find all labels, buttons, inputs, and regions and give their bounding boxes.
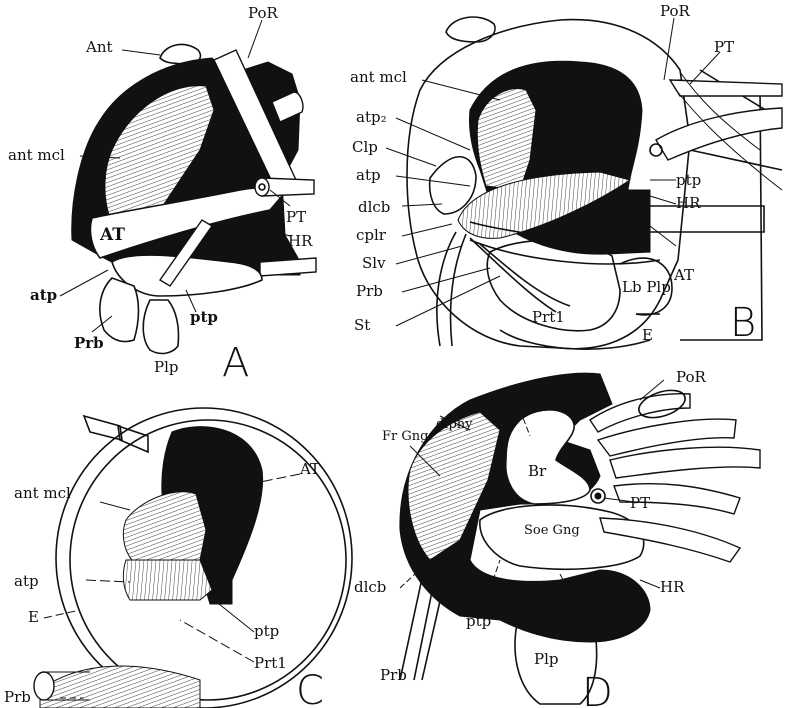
label-d-fr-gng: Fr Gng <box>382 429 428 444</box>
label-a-ant: Ant <box>85 38 113 56</box>
label-d-ant-mcl: ant mcl <box>538 395 587 410</box>
label-d-soe-gng: Soe Gng <box>524 523 580 538</box>
label-b-clp: Clp <box>352 138 378 156</box>
label-b-slv: Slv <box>362 254 386 272</box>
label-a-ptp: ptp <box>190 308 218 326</box>
label-d-sld: SlD <box>568 612 595 630</box>
panel-letter-d: D <box>582 670 613 708</box>
label-a-atp: atp <box>30 286 57 304</box>
label-b-cplr: cplr <box>356 226 387 244</box>
label-a-prb: Prb <box>74 334 104 352</box>
panel-b: PoR PT ant mcl atp₂ Clp atp ptp HR dlcb … <box>350 2 782 349</box>
label-d-por: PoR <box>676 368 707 386</box>
label-a-por: PoR <box>248 4 279 22</box>
label-d-dlphy: dlphy <box>436 417 473 432</box>
panel-d: ant mcl PoR dlphy Fr Gng Br PT Soe Gng d… <box>354 368 760 708</box>
label-c-at: AT <box>299 460 320 478</box>
label-b-st: St <box>354 316 370 334</box>
label-d-dlcb: dlcb <box>354 578 386 596</box>
label-c-atp: atp <box>14 572 39 590</box>
label-d-ptp: ptp <box>466 612 491 630</box>
label-b-hr: HR <box>676 194 701 212</box>
panel-letter-b: B <box>730 300 756 346</box>
label-c-e: E <box>28 608 39 626</box>
label-b-ant-mcl: ant mcl <box>350 68 407 86</box>
label-b-ptp: ptp <box>676 171 701 189</box>
label-d-br: Br <box>528 462 547 480</box>
label-d-prb: Prb <box>380 666 407 684</box>
label-d-plp: Plp <box>534 650 559 668</box>
label-a-plp: Plp <box>154 358 179 376</box>
label-b-por: PoR <box>660 2 691 20</box>
label-d-pt: PT <box>630 494 650 512</box>
label-a-at: AT <box>99 225 125 245</box>
label-b-at: AT <box>673 266 694 284</box>
label-b-dlcb: dlcb <box>358 198 390 216</box>
label-a-hr: HR <box>288 232 313 250</box>
panel-letter-a: A <box>222 340 249 386</box>
label-b-prb: Prb <box>356 282 383 300</box>
panel-a: Ant PoR ant mcl PT AT HR atp ptp Prb Plp… <box>8 4 316 386</box>
panel-c: ant mcl AT atp E ptp Prt1 Prb C <box>4 408 352 708</box>
label-b-atp: atp <box>356 166 381 184</box>
label-c-prt1: Prt1 <box>254 654 287 672</box>
label-b-e: E <box>642 326 653 344</box>
panel-letter-c: C <box>296 668 324 708</box>
label-b-prt1: Prt1 <box>532 308 565 326</box>
label-c-ant-mcl: ant mcl <box>14 484 71 502</box>
label-a-ant-mcl: ant mcl <box>8 146 65 164</box>
label-c-prb: Prb <box>4 688 31 706</box>
label-d-hr: HR <box>660 578 685 596</box>
label-b-atp2: atp₂ <box>356 108 387 126</box>
label-b-lb-plp: Lb Plp <box>622 278 671 296</box>
label-a-pt: PT <box>286 208 306 226</box>
label-b-pt: PT <box>714 38 734 56</box>
label-c-ptp: ptp <box>254 622 279 640</box>
